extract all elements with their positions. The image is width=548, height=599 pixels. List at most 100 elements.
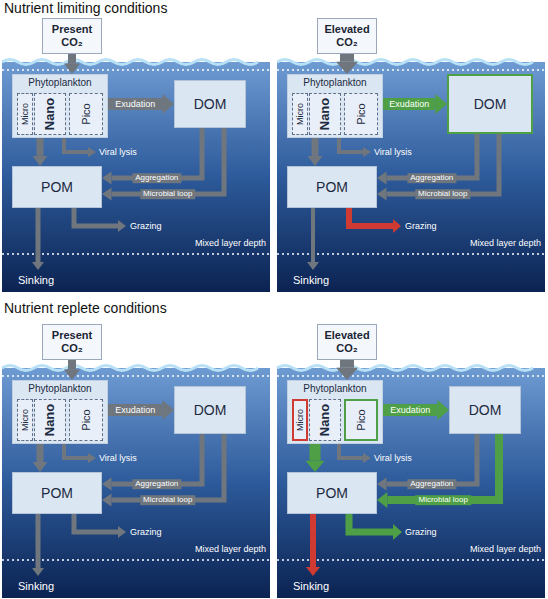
ocean-panel [2, 366, 270, 599]
flux-arrow [108, 94, 174, 114]
arrow-head [308, 156, 323, 166]
phytoplankton-box: PhytoplanktonMicro Nano Pico [287, 380, 383, 444]
size-class-box: Micro [292, 93, 308, 135]
size-class-label: Pico [80, 409, 93, 430]
arrow-head [363, 453, 371, 463]
size-class-box: Pico [344, 93, 378, 135]
flux-label: Exudation [386, 99, 432, 110]
flux-label: Microbial loop [140, 495, 195, 505]
sea-surface-wave [277, 366, 533, 371]
arrow-head [118, 526, 126, 538]
flux-arrow [102, 128, 224, 201]
viral-lysis-arrow [64, 138, 88, 152]
size-class-box: Pico [344, 399, 378, 441]
size-class-label: Nano [43, 98, 58, 131]
surface-dotted-line [2, 69, 270, 71]
pool-label: POM [316, 179, 348, 195]
flux-label: Exudation [387, 405, 433, 416]
box-heading: Phytoplankton [291, 77, 379, 89]
process-label: Viral lysis [374, 453, 412, 463]
arrow-shaft [312, 138, 319, 156]
size-class-label: Pico [355, 409, 368, 430]
arrow-head [377, 478, 387, 491]
size-class-label: Micro [20, 103, 30, 125]
arrow-head [307, 262, 319, 270]
ocean-panel [277, 366, 545, 599]
arrow-shaft [37, 138, 44, 156]
dom-pool-box: DOM [174, 80, 246, 128]
sea-surface-wave [2, 366, 258, 371]
co2-box: Present CO₂ [42, 324, 102, 360]
phytoplankton-box: PhytoplanktonMicroNanoPico [12, 380, 108, 444]
pom-pool-box: POM [287, 166, 377, 208]
arrow-head [306, 567, 320, 576]
viral-lysis-arrow [339, 138, 363, 152]
pom-pool-box: POM [287, 472, 377, 514]
flux-arrow [377, 134, 499, 201]
box-heading: Phytoplankton [291, 383, 379, 395]
size-class-label: Nano [318, 98, 333, 131]
co2-label: Present CO₂ [46, 23, 98, 48]
size-class-box: Pico [69, 399, 103, 441]
arrow-head [437, 400, 449, 420]
arrow-head [102, 172, 112, 185]
arrow-head [32, 262, 44, 270]
flux-arrow [383, 400, 449, 420]
section-heading: Nutrient limiting conditions [4, 0, 167, 16]
arrow-head [162, 400, 174, 420]
flux-arrow [336, 360, 358, 380]
process-label: Grazing [405, 221, 437, 231]
arrow-head [88, 147, 96, 157]
pool-label: DOM [474, 96, 507, 112]
size-class-box: Nano [34, 399, 66, 441]
phytoplankton-box: PhytoplanktonMicro Nano Pico [287, 74, 383, 138]
arrow-shaft [340, 54, 354, 62]
arrow-shaft [387, 434, 499, 500]
phytoplankton-box: PhytoplanktonMicroNanoPico [12, 74, 108, 138]
mixed-layer-line [2, 253, 270, 255]
grazing-arrow [74, 514, 118, 532]
ocean-water [2, 62, 270, 292]
surface-dotted-line [277, 375, 545, 377]
grazing-arrow [349, 514, 393, 532]
flux-arrow [64, 360, 80, 380]
co2-box: Elevated CO₂ [317, 18, 377, 54]
size-class-box: Pico [69, 93, 103, 135]
pool-label: POM [316, 485, 348, 501]
flux-label: Aggregation [132, 479, 181, 489]
flux-label: Microbial loop [140, 189, 195, 199]
pool-label: DOM [194, 96, 227, 112]
sea-surface-wave [277, 60, 533, 65]
sea-surface-wave [2, 60, 258, 65]
flux-arrow [33, 444, 48, 472]
size-class-label: Pico [355, 103, 368, 124]
flux-label: Microbial loop [415, 189, 470, 199]
size-class-label: Pico [80, 103, 93, 124]
process-label: Viral lysis [374, 147, 412, 157]
arrow-shaft [383, 404, 437, 416]
arrow-shaft [383, 98, 435, 110]
sinking-label: Sinking [293, 274, 329, 287]
co2-box: Present CO₂ [42, 18, 102, 54]
arrow-head [64, 64, 80, 74]
arrow-head [118, 220, 126, 232]
arrow-head [33, 156, 48, 166]
grazing-arrow [349, 208, 393, 226]
arrow-shaft [108, 404, 162, 416]
flux-arrow [377, 434, 499, 508]
viral-lysis-arrow [64, 444, 88, 458]
sinking-label: Sinking [293, 580, 329, 593]
ocean-water [277, 368, 545, 598]
arrow-shaft [310, 444, 321, 461]
arrow-head [64, 370, 80, 380]
pom-pool-box: POM [12, 166, 102, 208]
arrow-head [102, 478, 112, 491]
size-class-label: Nano [318, 404, 333, 437]
mixed-layer-line [277, 253, 545, 255]
size-class-label: Micro [295, 409, 305, 431]
size-class-box: Micro [292, 399, 308, 441]
arrow-head [377, 172, 387, 185]
flux-arrow [108, 400, 174, 420]
arrow-head [363, 147, 371, 157]
